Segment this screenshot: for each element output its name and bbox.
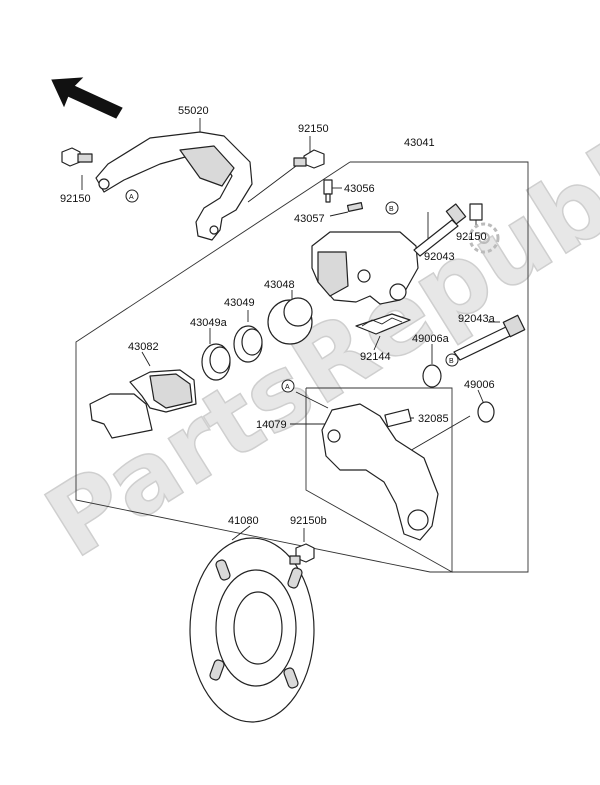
assembly-outline-14079: [305, 387, 453, 573]
seal-43049a: [201, 343, 231, 381]
seal-43049: [233, 325, 263, 363]
brake-disc-41080: [189, 537, 315, 723]
cap-43057: [346, 202, 364, 212]
callout-b-pin: B: [445, 353, 459, 367]
svg-text:B: B: [389, 206, 394, 213]
callout-a-bracket: A: [125, 189, 139, 203]
label-43049: 43049: [224, 297, 255, 309]
bleeder-43056: [323, 179, 333, 203]
label-92043: 92043: [424, 251, 455, 263]
assembly-outline-43041: [75, 161, 529, 573]
label-49006: 49006: [464, 379, 495, 391]
label-14079: 14079: [256, 419, 287, 431]
callout-a-holder: A: [281, 379, 295, 393]
bolt-92150b: [289, 543, 315, 565]
piston-43048: [267, 297, 313, 345]
label-43056: 43056: [344, 183, 375, 195]
gear-icon: [468, 222, 500, 254]
label-49006a: 49006a: [412, 333, 450, 345]
bolt-92150-top: [293, 149, 325, 169]
part-labels: 55020 92150 43041 92150 43056 43057 9215…: [60, 105, 496, 527]
label-43041: 43041: [404, 137, 435, 149]
svg-text:A: A: [129, 194, 134, 201]
pin-92043a: [453, 314, 526, 361]
brake-pads-43082: [89, 369, 197, 439]
label-32085: 32085: [418, 413, 449, 425]
bolt-92150-right: [469, 203, 483, 221]
bracket-55020: [95, 131, 253, 241]
label-92043a: 92043a: [458, 313, 496, 325]
label-92144: 92144: [360, 351, 391, 363]
label-43082: 43082: [128, 341, 159, 353]
pin-92043: [413, 203, 467, 257]
label-41080: 41080: [228, 515, 259, 527]
clip-32085: [384, 408, 412, 428]
label-92150-left: 92150: [60, 193, 91, 205]
boot-49006a: [422, 364, 442, 388]
label-55020: 55020: [178, 105, 209, 117]
spring-92144: [355, 313, 411, 335]
label-92150-right: 92150: [456, 231, 487, 243]
svg-text:A: A: [285, 384, 290, 391]
label-43048: 43048: [264, 279, 295, 291]
label-43049a: 43049a: [190, 317, 228, 329]
label-92150b: 92150b: [290, 515, 327, 527]
caliper-body: [311, 231, 419, 305]
label-92150-top: 92150: [298, 123, 329, 135]
bolt-92150-left: [61, 147, 93, 167]
callout-b-caliper: B: [385, 201, 399, 215]
boot-49006: [477, 401, 495, 423]
svg-text:B: B: [449, 358, 454, 365]
caliper-holder-14079: [321, 403, 439, 541]
label-43057: 43057: [294, 213, 325, 225]
direction-arrow-icon: [51, 77, 123, 119]
